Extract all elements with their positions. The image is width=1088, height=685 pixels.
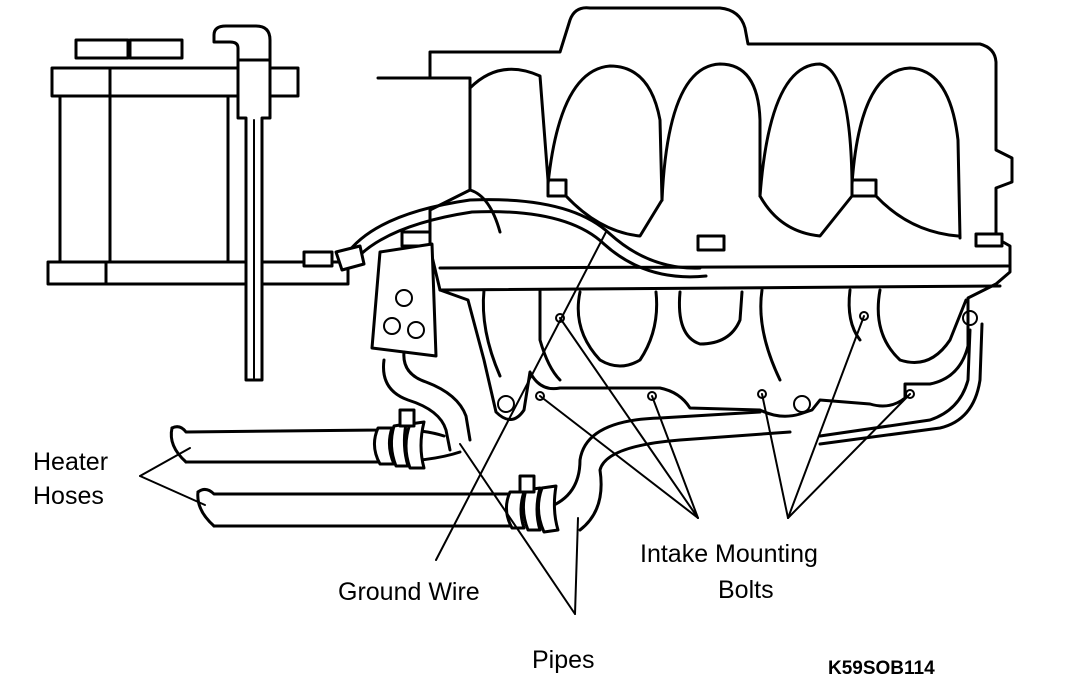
pipes-label: Pipes bbox=[532, 646, 595, 674]
intake-manifold bbox=[302, 6, 1014, 421]
left-bracket-frame bbox=[46, 38, 350, 286]
leader-lines bbox=[139, 231, 911, 615]
heater-pipes bbox=[169, 310, 984, 534]
ground-wire-label: Ground Wire bbox=[338, 578, 480, 606]
intake-mounting-bolts-label-line2: Bolts bbox=[718, 576, 774, 604]
ground-wire-cable bbox=[334, 198, 708, 279]
bracket-plate bbox=[370, 242, 438, 358]
figure-code: K59SOB114 bbox=[828, 658, 935, 679]
vertical-tube bbox=[212, 24, 272, 382]
heater-hoses-label-line1: Heater bbox=[33, 448, 108, 476]
heater-hoses-label-line2: Hoses bbox=[33, 482, 104, 510]
intake-mounting-bolts-label-line1: Intake Mounting bbox=[640, 540, 818, 568]
